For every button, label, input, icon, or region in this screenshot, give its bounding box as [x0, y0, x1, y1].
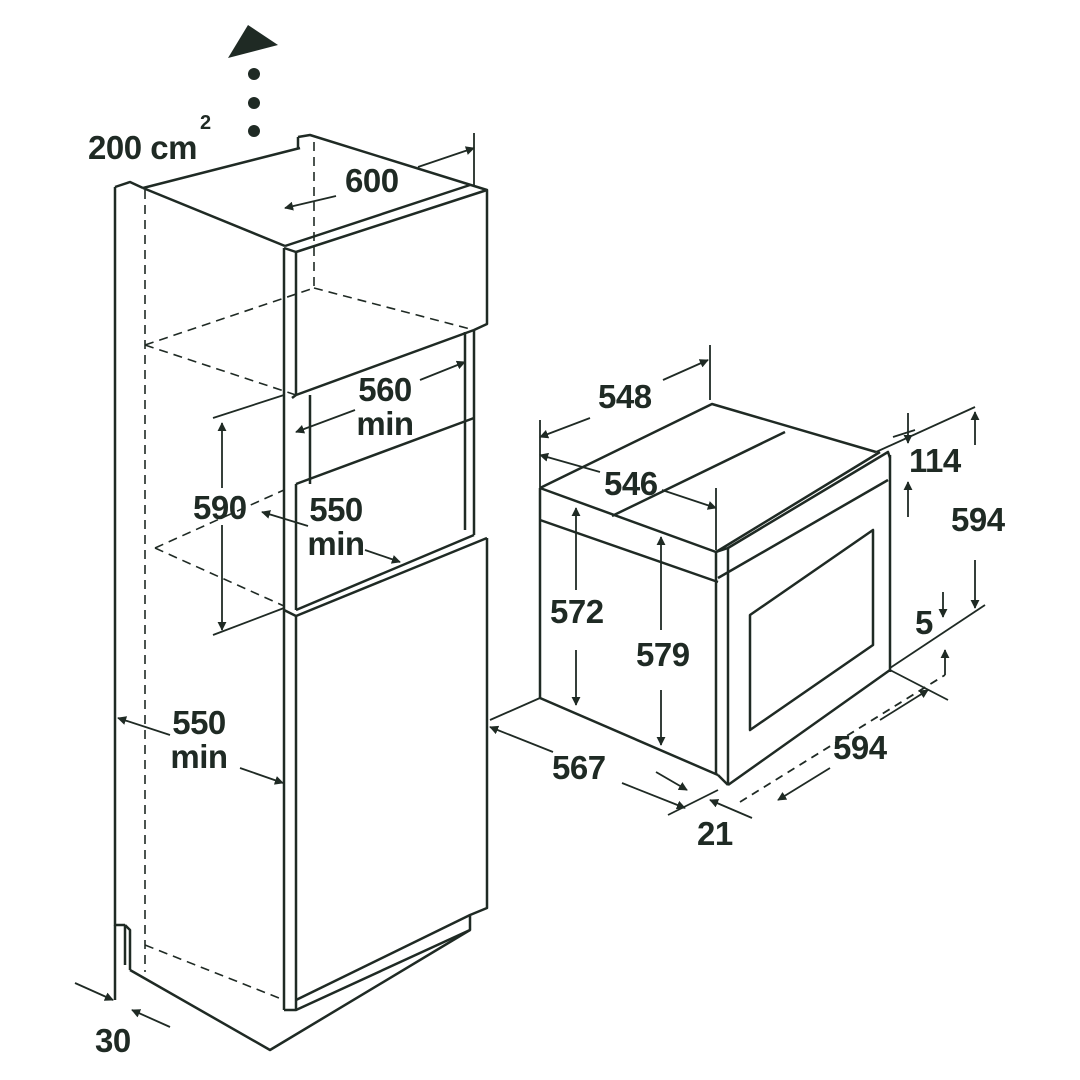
oven-depth-label: 567	[552, 749, 606, 786]
niche-depth-middle-label: 550	[309, 491, 363, 528]
cabinet-width-label: 600	[345, 162, 399, 199]
cabinet-outline	[113, 133, 489, 1052]
oven-front-width-label: 594	[833, 729, 887, 766]
ventilation-arrow	[228, 25, 278, 137]
oven-body-height-center-label: 579	[636, 636, 690, 673]
niche-depth-lower-suffix: min	[170, 738, 228, 775]
niche-depth-middle-suffix: min	[307, 525, 365, 562]
oven-inner-width-label: 546	[604, 465, 658, 502]
oven-body-height-left-label: 572	[550, 593, 604, 630]
cabinet-dimensions	[74, 133, 475, 1028]
oven-body-width-label: 548	[598, 378, 652, 415]
cabinet-hidden-lines	[144, 142, 475, 1001]
oven-dimensions	[489, 345, 986, 819]
niche-depth-top-suffix: min	[356, 405, 414, 442]
plinth-gap-label: 30	[95, 1022, 131, 1059]
oven-front-thickness-label: 21	[697, 815, 733, 852]
niche-depth-top-label: 560	[358, 371, 412, 408]
oven-bottom-offset-label: 5	[915, 604, 933, 641]
airflow-area-exponent: 2	[200, 112, 212, 134]
oven-outline	[538, 402, 892, 787]
oven-front-panel-height-label: 114	[909, 442, 961, 479]
niche-height-label: 590	[193, 489, 247, 526]
airflow-area-label: 200 cm	[88, 129, 197, 166]
oven-total-height-label: 594	[951, 501, 1005, 538]
niche-depth-lower-label: 550	[172, 704, 226, 741]
